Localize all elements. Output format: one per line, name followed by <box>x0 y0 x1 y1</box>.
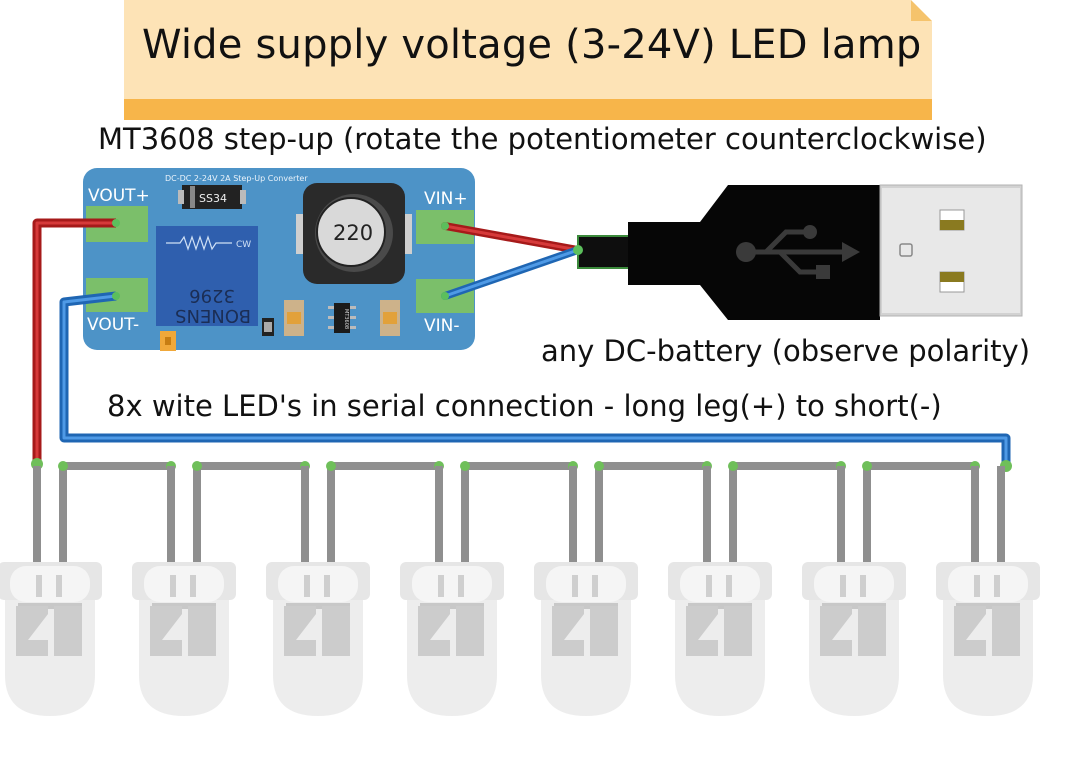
chip-mt3608 <box>334 303 350 333</box>
led-leg-short <box>327 466 335 562</box>
led-icon <box>400 466 504 716</box>
led-leg-long <box>837 466 845 562</box>
led-leg-long <box>569 466 577 562</box>
led-interconnect <box>58 461 176 471</box>
label-vin-minus: VIN- <box>424 316 460 336</box>
led-interconnect <box>862 461 980 471</box>
led-highlight <box>680 566 760 602</box>
usb-symbol-icon <box>736 225 860 279</box>
led-leg-short <box>59 466 67 562</box>
led-highlight <box>278 566 358 602</box>
converter-caption: MT3608 step-up (rotate the potentiometer… <box>98 122 987 156</box>
stepup-board: DC-DC 2-24V 2A Step-Up Converter VOUT+ V… <box>83 168 475 351</box>
led-highlight <box>10 566 90 602</box>
led-icon <box>266 466 370 716</box>
led-leg-short <box>997 466 1005 562</box>
battery-caption: any DC-battery (observe polarity) <box>541 334 1031 368</box>
led-leg-long <box>33 466 41 562</box>
label-vout-minus: VOUT- <box>87 315 139 335</box>
led-highlight <box>948 566 1028 602</box>
led-icon <box>132 466 236 716</box>
led-icon <box>802 466 906 716</box>
led-highlight <box>546 566 626 602</box>
chip-label: MT3608 <box>343 309 349 329</box>
pot-model-label: 3296 <box>189 285 235 306</box>
led-leg-long <box>971 466 979 562</box>
led-icon <box>936 466 1040 716</box>
usb-plug-icon <box>577 184 1023 320</box>
title-note-bar <box>124 99 932 120</box>
led-chain <box>0 461 1040 716</box>
label-vin-plus: VIN+ <box>424 189 468 209</box>
inductor-label: 220 <box>333 221 373 245</box>
led-interconnect <box>326 461 444 471</box>
led-icon <box>534 466 638 716</box>
led-highlight <box>814 566 894 602</box>
led-leg-short <box>193 466 201 562</box>
pot-cw-label: CW <box>236 240 251 250</box>
leds-caption: 8x wite LED's in serial connection - lon… <box>107 389 942 423</box>
led-leg-long <box>301 466 309 562</box>
led-icon <box>668 466 772 716</box>
led-interconnect <box>460 461 578 471</box>
led-interconnect <box>594 461 712 471</box>
led-icon <box>0 466 102 716</box>
led-highlight <box>412 566 492 602</box>
board-header-text: DC-DC 2-24V 2A Step-Up Converter <box>165 174 308 183</box>
led-leg-short <box>595 466 603 562</box>
led-leg-long <box>435 466 443 562</box>
led-interconnect <box>728 461 846 471</box>
led-leg-short <box>461 466 469 562</box>
led-leg-short <box>729 466 737 562</box>
label-vout-plus: VOUT+ <box>88 186 150 206</box>
led-leg-short <box>863 466 871 562</box>
title-note: Wide supply voltage (3-24V) LED lamp <box>124 0 932 120</box>
diode-label: SS34 <box>199 192 227 205</box>
title-note-fold <box>911 0 932 21</box>
led-interconnect <box>192 461 310 471</box>
page-title: Wide supply voltage (3-24V) LED lamp <box>142 22 922 68</box>
pot-brand-label: BONENS <box>175 305 251 326</box>
led-leg-long <box>167 466 175 562</box>
led-highlight <box>144 566 224 602</box>
usb-plug-strain-relief <box>577 235 631 269</box>
led-leg-long <box>703 466 711 562</box>
